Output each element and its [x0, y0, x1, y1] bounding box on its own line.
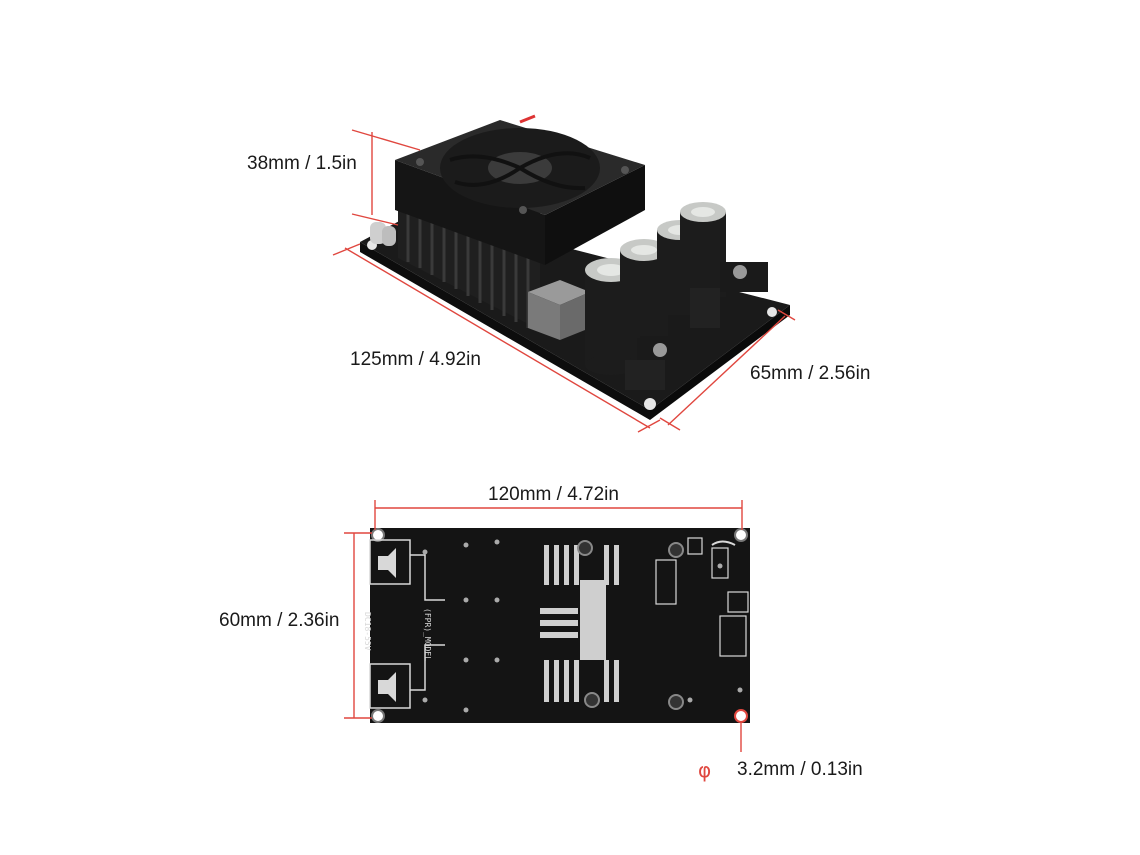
hole-diameter-label: 3.2mm / 0.13in [737, 759, 863, 780]
small-capacitors [370, 222, 396, 246]
width-dimension-label: 65mm / 2.56in [750, 363, 871, 384]
supply-voltage-label: DC18-55V [363, 612, 372, 651]
length-dimension-label: 125mm / 4.92in [350, 349, 481, 370]
electrolytic-capacitors [585, 202, 726, 375]
screw-terminals [625, 262, 768, 390]
height-dimension-label: 38mm / 1.5in [247, 153, 357, 174]
dimension-lines-bottom [344, 500, 743, 752]
cooling-fan [395, 114, 645, 265]
inductor-block [528, 280, 590, 340]
pcb-bottom-view [369, 528, 750, 723]
model-label: (FPR)_MODEL [423, 608, 432, 661]
dimension-lines-3d [332, 129, 796, 433]
hole-diameter-symbol: φ [698, 758, 712, 782]
pcb-length-dimension-label: 120mm / 4.72in [488, 484, 619, 505]
pcb-width-dimension-label: 60mm / 2.36in [219, 610, 340, 631]
